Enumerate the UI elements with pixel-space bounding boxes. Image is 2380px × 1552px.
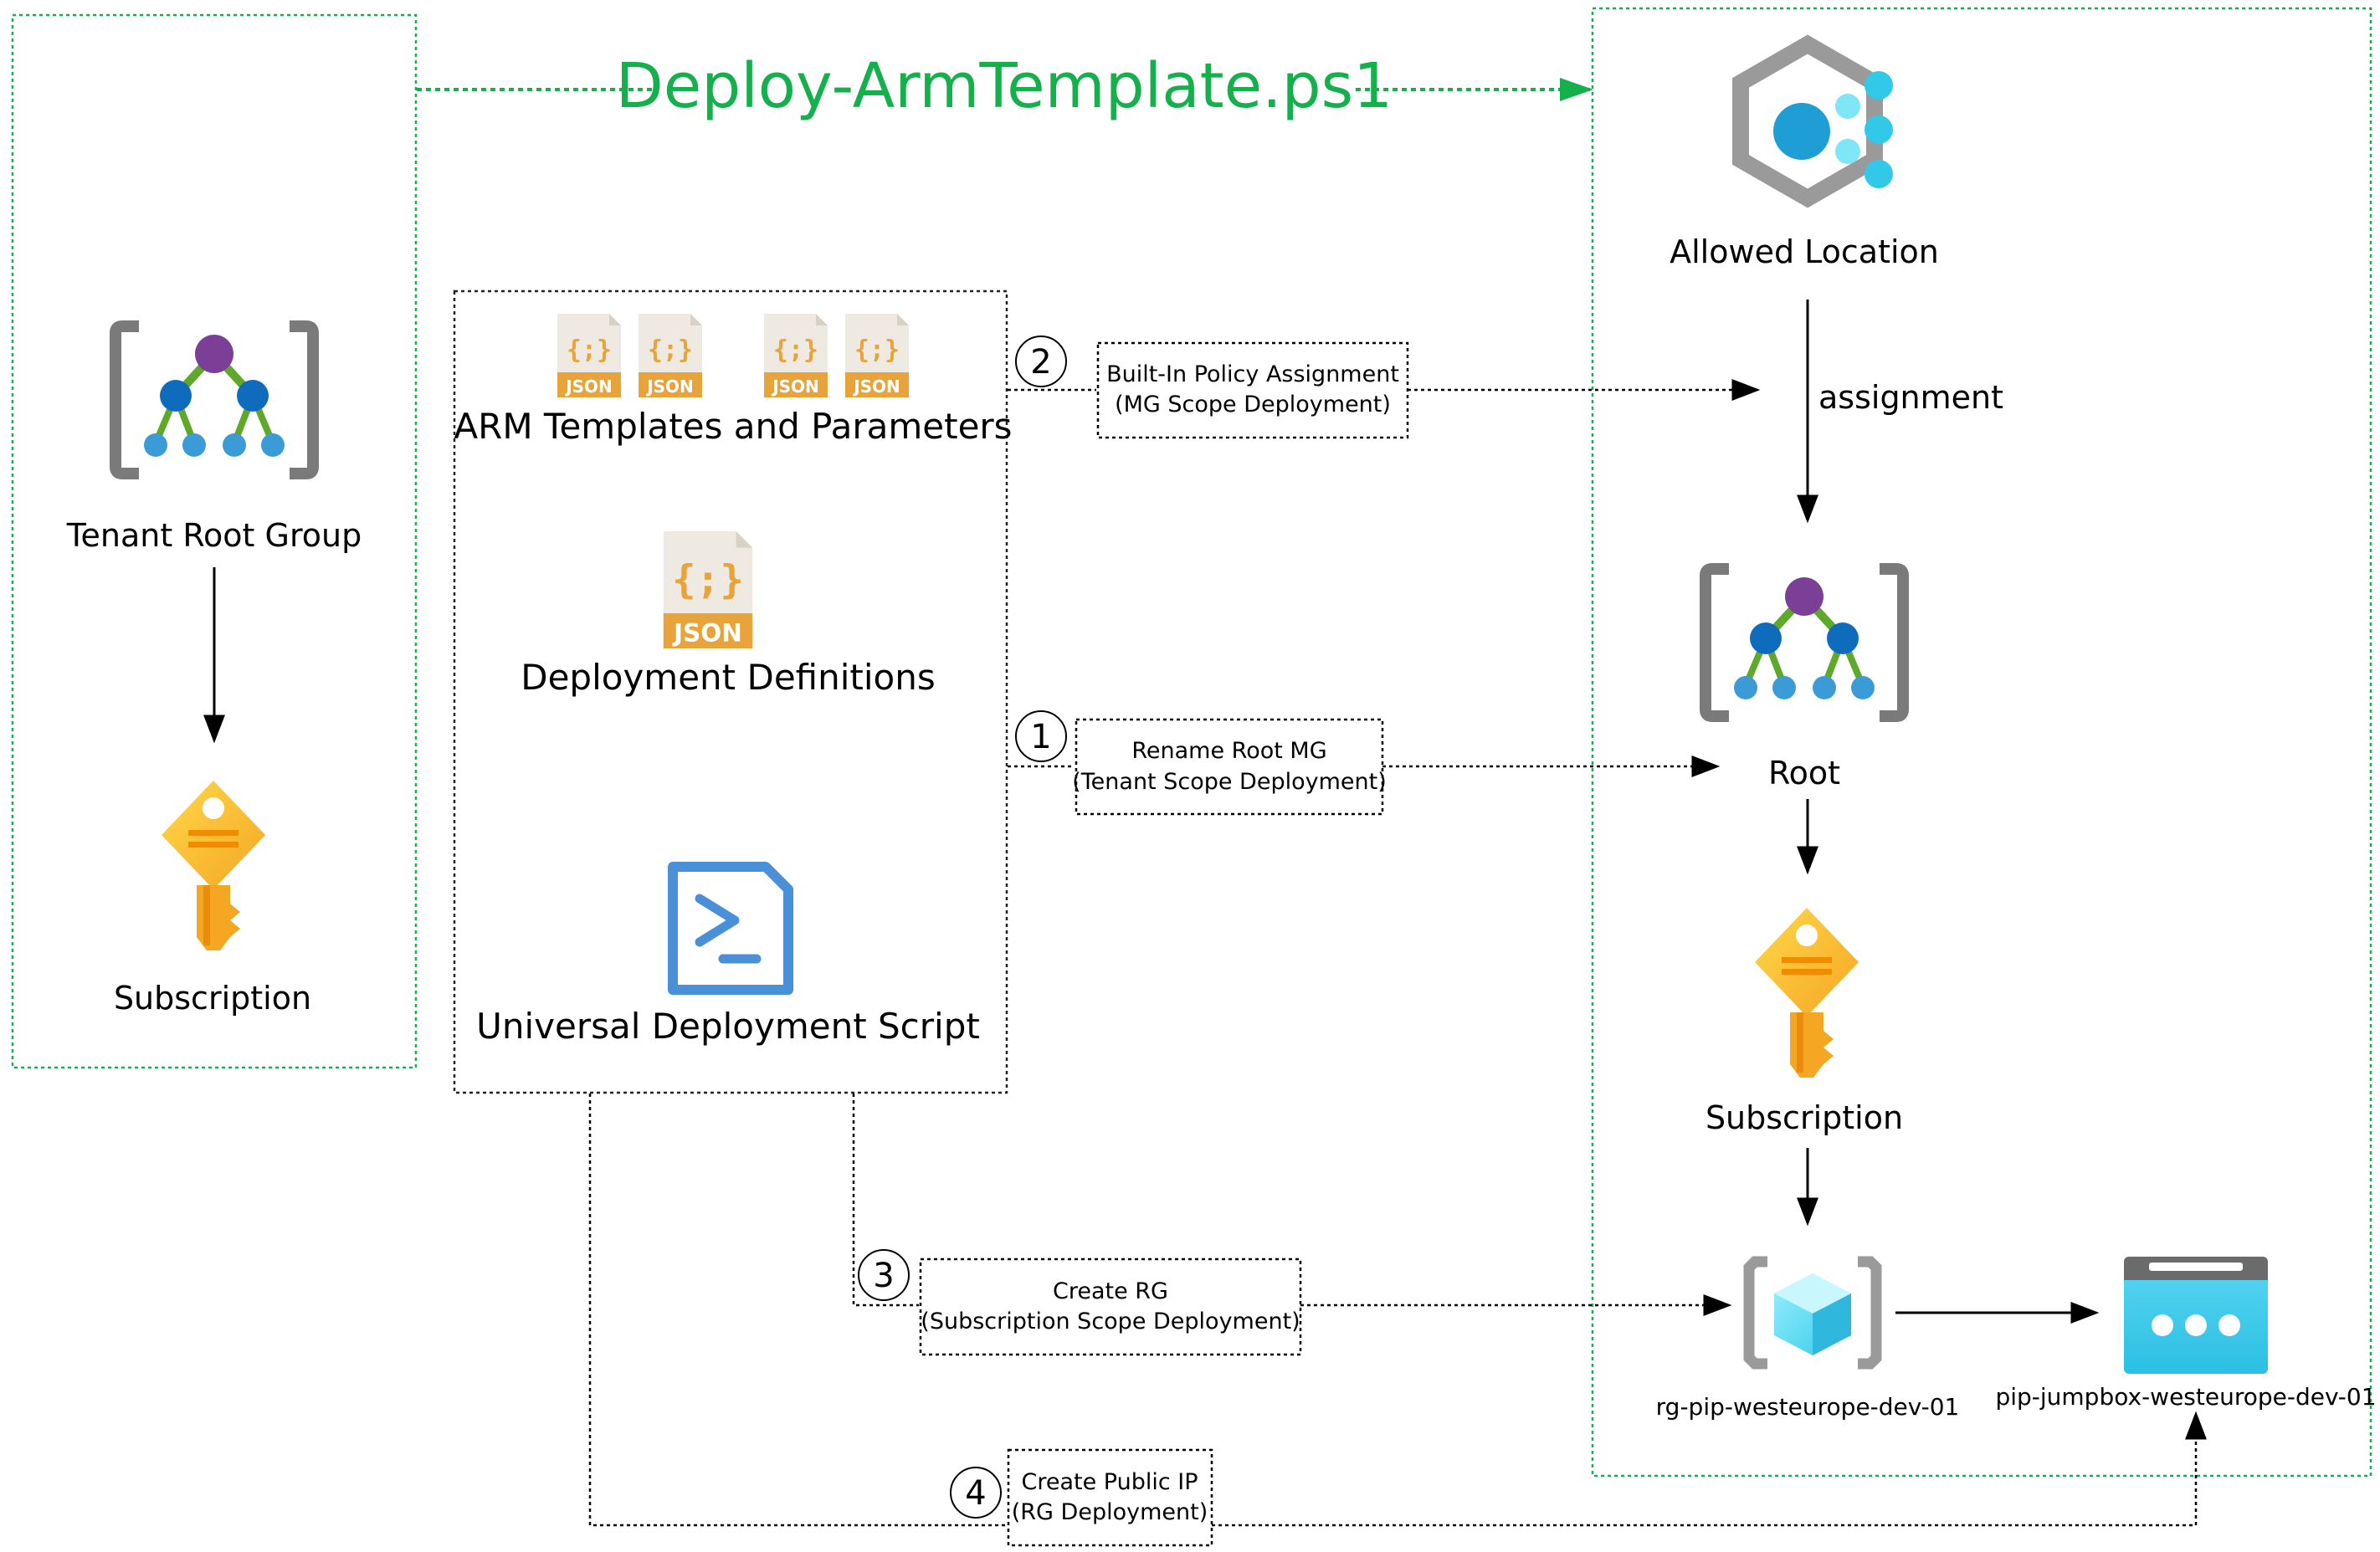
step-2-badge [1015,335,1067,387]
step-2-line2: (MG Scope Deployment) [1115,392,1391,417]
json-file-icon: {;} JSON [639,314,702,397]
public-ip-icon [2124,1257,2268,1374]
step-4-number: 4 [965,1474,986,1513]
step-4-badge [950,1467,1002,1519]
source-subscription-key-icon [162,781,265,950]
step-1-number: 1 [1030,718,1051,756]
svg-text:{;}: {;} [773,335,818,365]
step-4-connector [588,1094,1007,1527]
step-1-line1: Rename Root MG [1131,738,1326,764]
json-file-icon: {;} JSON [845,314,909,397]
svg-text:JSON: JSON [645,376,694,397]
step-4-line2: (RG Deployment) [1012,1499,1208,1525]
json-file-icon: {;} JSON [557,314,621,397]
svg-text:JSON: JSON [564,376,613,397]
step-3-number: 3 [873,1257,894,1295]
tenant-root-group-label: Tenant Root Group [66,517,362,554]
source-container [11,13,418,1069]
svg-text:{;}: {;} [567,335,612,365]
svg-text:{;}: {;} [648,335,693,365]
deployment-definitions-json-icon: {;} JSON [663,531,753,648]
step-4-arrow [1212,1411,2207,1527]
resource-group-icon [1743,1256,1882,1370]
step-2-number: 2 [1030,343,1051,382]
svg-text:{;}: {;} [854,335,900,365]
target-subscription-label: Subscription [1705,1099,1903,1136]
resource-group-label: rg-pip-westeurope-dev-01 [1656,1393,1960,1421]
universal-script-label: Universal Deployment Script [476,1006,980,1047]
deployment-definitions-label: Deployment Definitions [521,657,936,698]
templates-label: ARM Templates and Parameters [454,406,1012,447]
target-subscription-key-icon [1755,908,1859,1078]
svg-text:JSON: JSON [852,376,900,397]
root-management-group-icon [1705,569,1903,716]
public-ip-label: pip-jumpbox-westeurope-dev-01 [1995,1383,2376,1411]
target-container [1591,7,2372,1478]
svg-text:{;}: {;} [672,557,744,603]
step-4-line1: Create Public IP [1021,1469,1198,1495]
svg-text:JSON: JSON [672,619,742,648]
step-3-box [919,1257,1302,1356]
step-1-badge [1015,710,1067,762]
allowed-location-label: Allowed Location [1670,233,1939,270]
step-2-box [1096,341,1409,439]
artifacts-container [453,289,1008,1094]
source-subscription-label: Subscription [114,980,311,1017]
allowed-location-policy-icon [1732,34,1893,208]
json-file-icon: {;} JSON [764,314,828,397]
powershell-script-icon [668,862,793,995]
step-1-line2: (Tenant Scope Deployment) [1072,769,1387,795]
step-4-box [1007,1448,1213,1547]
assignment-label: assignment [1818,379,2003,416]
root-label: Root [1768,755,1840,791]
step-3-badge [858,1249,910,1301]
svg-text:JSON: JSON [771,376,819,397]
step-3-line1: Create RG [1053,1278,1168,1304]
step-1-box [1075,718,1384,816]
step-3-connector [852,1094,919,1307]
tenant-root-group-icon [115,326,313,474]
page-title: Deploy-ArmTemplate.ps1 [616,50,1393,122]
step-2-line1: Built-In Policy Assignment [1106,361,1399,387]
step-3-line2: (Subscription Scope Deployment) [921,1309,1300,1334]
